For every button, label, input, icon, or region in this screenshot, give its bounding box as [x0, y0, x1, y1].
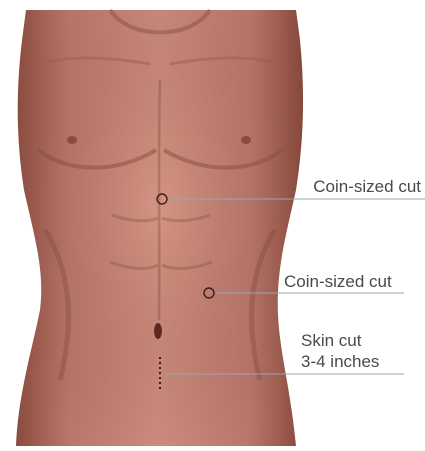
callout-label-lower-line1: Skin cut	[301, 331, 361, 351]
nipple-right	[241, 136, 251, 144]
nipple-left	[67, 136, 77, 144]
callout-label-lower-line2: 3-4 inches	[301, 352, 379, 372]
abdominal-midline	[159, 80, 160, 320]
navel	[154, 323, 162, 339]
callout-label-upper: Coin-sized cut	[313, 177, 421, 197]
callout-label-middle: Coin-sized cut	[284, 272, 392, 292]
